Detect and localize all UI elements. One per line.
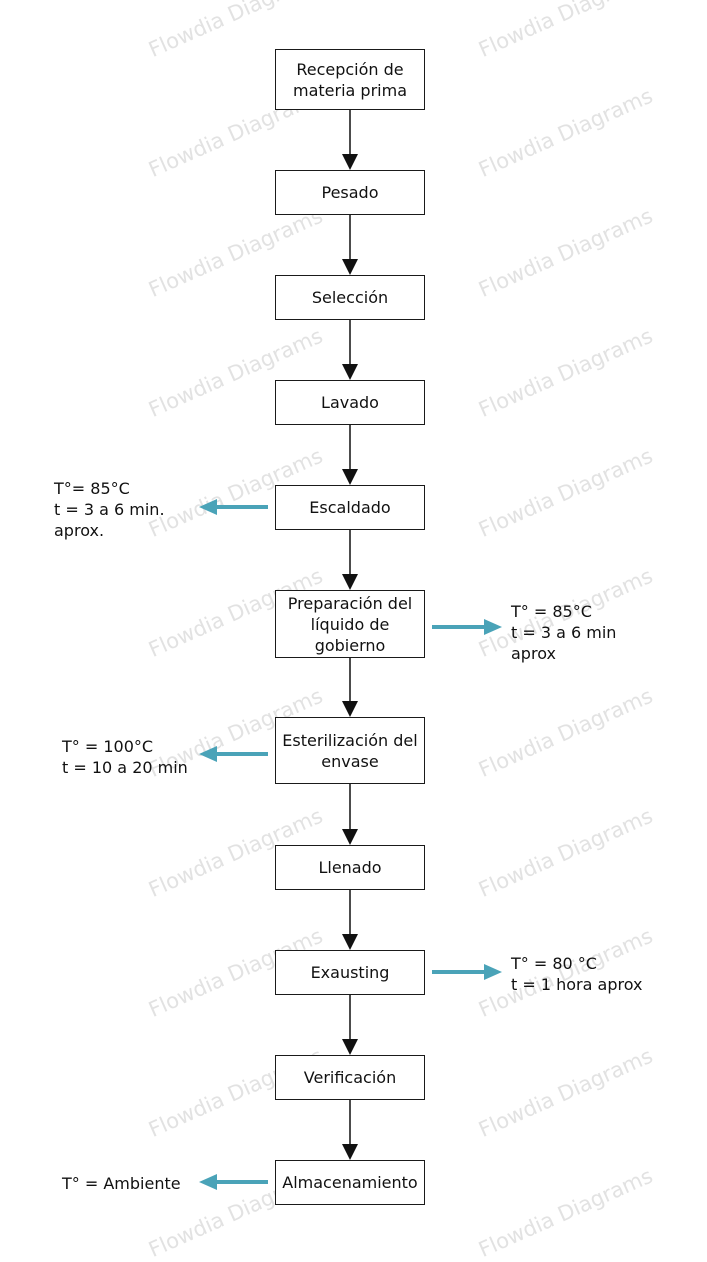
flow-arrow-head (342, 934, 358, 950)
step-almacenamiento[interactable]: Almacenamiento (275, 1160, 425, 1205)
step-llenado[interactable]: Llenado (275, 845, 425, 890)
step-verificacion[interactable]: Verificación (275, 1055, 425, 1100)
step-esterilizacion[interactable]: Esterilización del envase (275, 717, 425, 784)
flow-arrow-head (342, 829, 358, 845)
flow-arrow-head (342, 364, 358, 380)
side-arrow-head (484, 619, 502, 635)
side-arrow-head (199, 1174, 217, 1190)
step-lavado[interactable]: Lavado (275, 380, 425, 425)
flow-arrow-head (342, 574, 358, 590)
side-arrow-head (484, 964, 502, 980)
flow-arrow-head (342, 1144, 358, 1160)
flow-arrow-head (342, 259, 358, 275)
flow-arrow-head (342, 701, 358, 717)
side-arrow-head (199, 499, 217, 515)
note-exausting: T° = 80 °C t = 1 hora aprox (511, 954, 643, 994)
note-almacenamiento: T° = Ambiente (62, 1174, 181, 1193)
flow-arrow-head (342, 469, 358, 485)
flow-arrow-head (342, 1039, 358, 1055)
side-arrow-head (199, 746, 217, 762)
note-escaldado: T°= 85°C t = 3 a 6 min. aprox. (54, 479, 165, 540)
step-recepcion[interactable]: Recepción de materia prima (275, 49, 425, 110)
step-seleccion[interactable]: Selección (275, 275, 425, 320)
step-escaldado[interactable]: Escaldado (275, 485, 425, 530)
note-preparacion: T° = 85°C t = 3 a 6 min aprox (511, 602, 617, 663)
note-esterilizacion: T° = 100°C t = 10 a 20 min (62, 737, 188, 777)
step-exausting[interactable]: Exausting (275, 950, 425, 995)
flow-arrow-head (342, 154, 358, 170)
step-preparacion[interactable]: Preparación del líquido de gobierno (275, 590, 425, 658)
step-pesado[interactable]: Pesado (275, 170, 425, 215)
